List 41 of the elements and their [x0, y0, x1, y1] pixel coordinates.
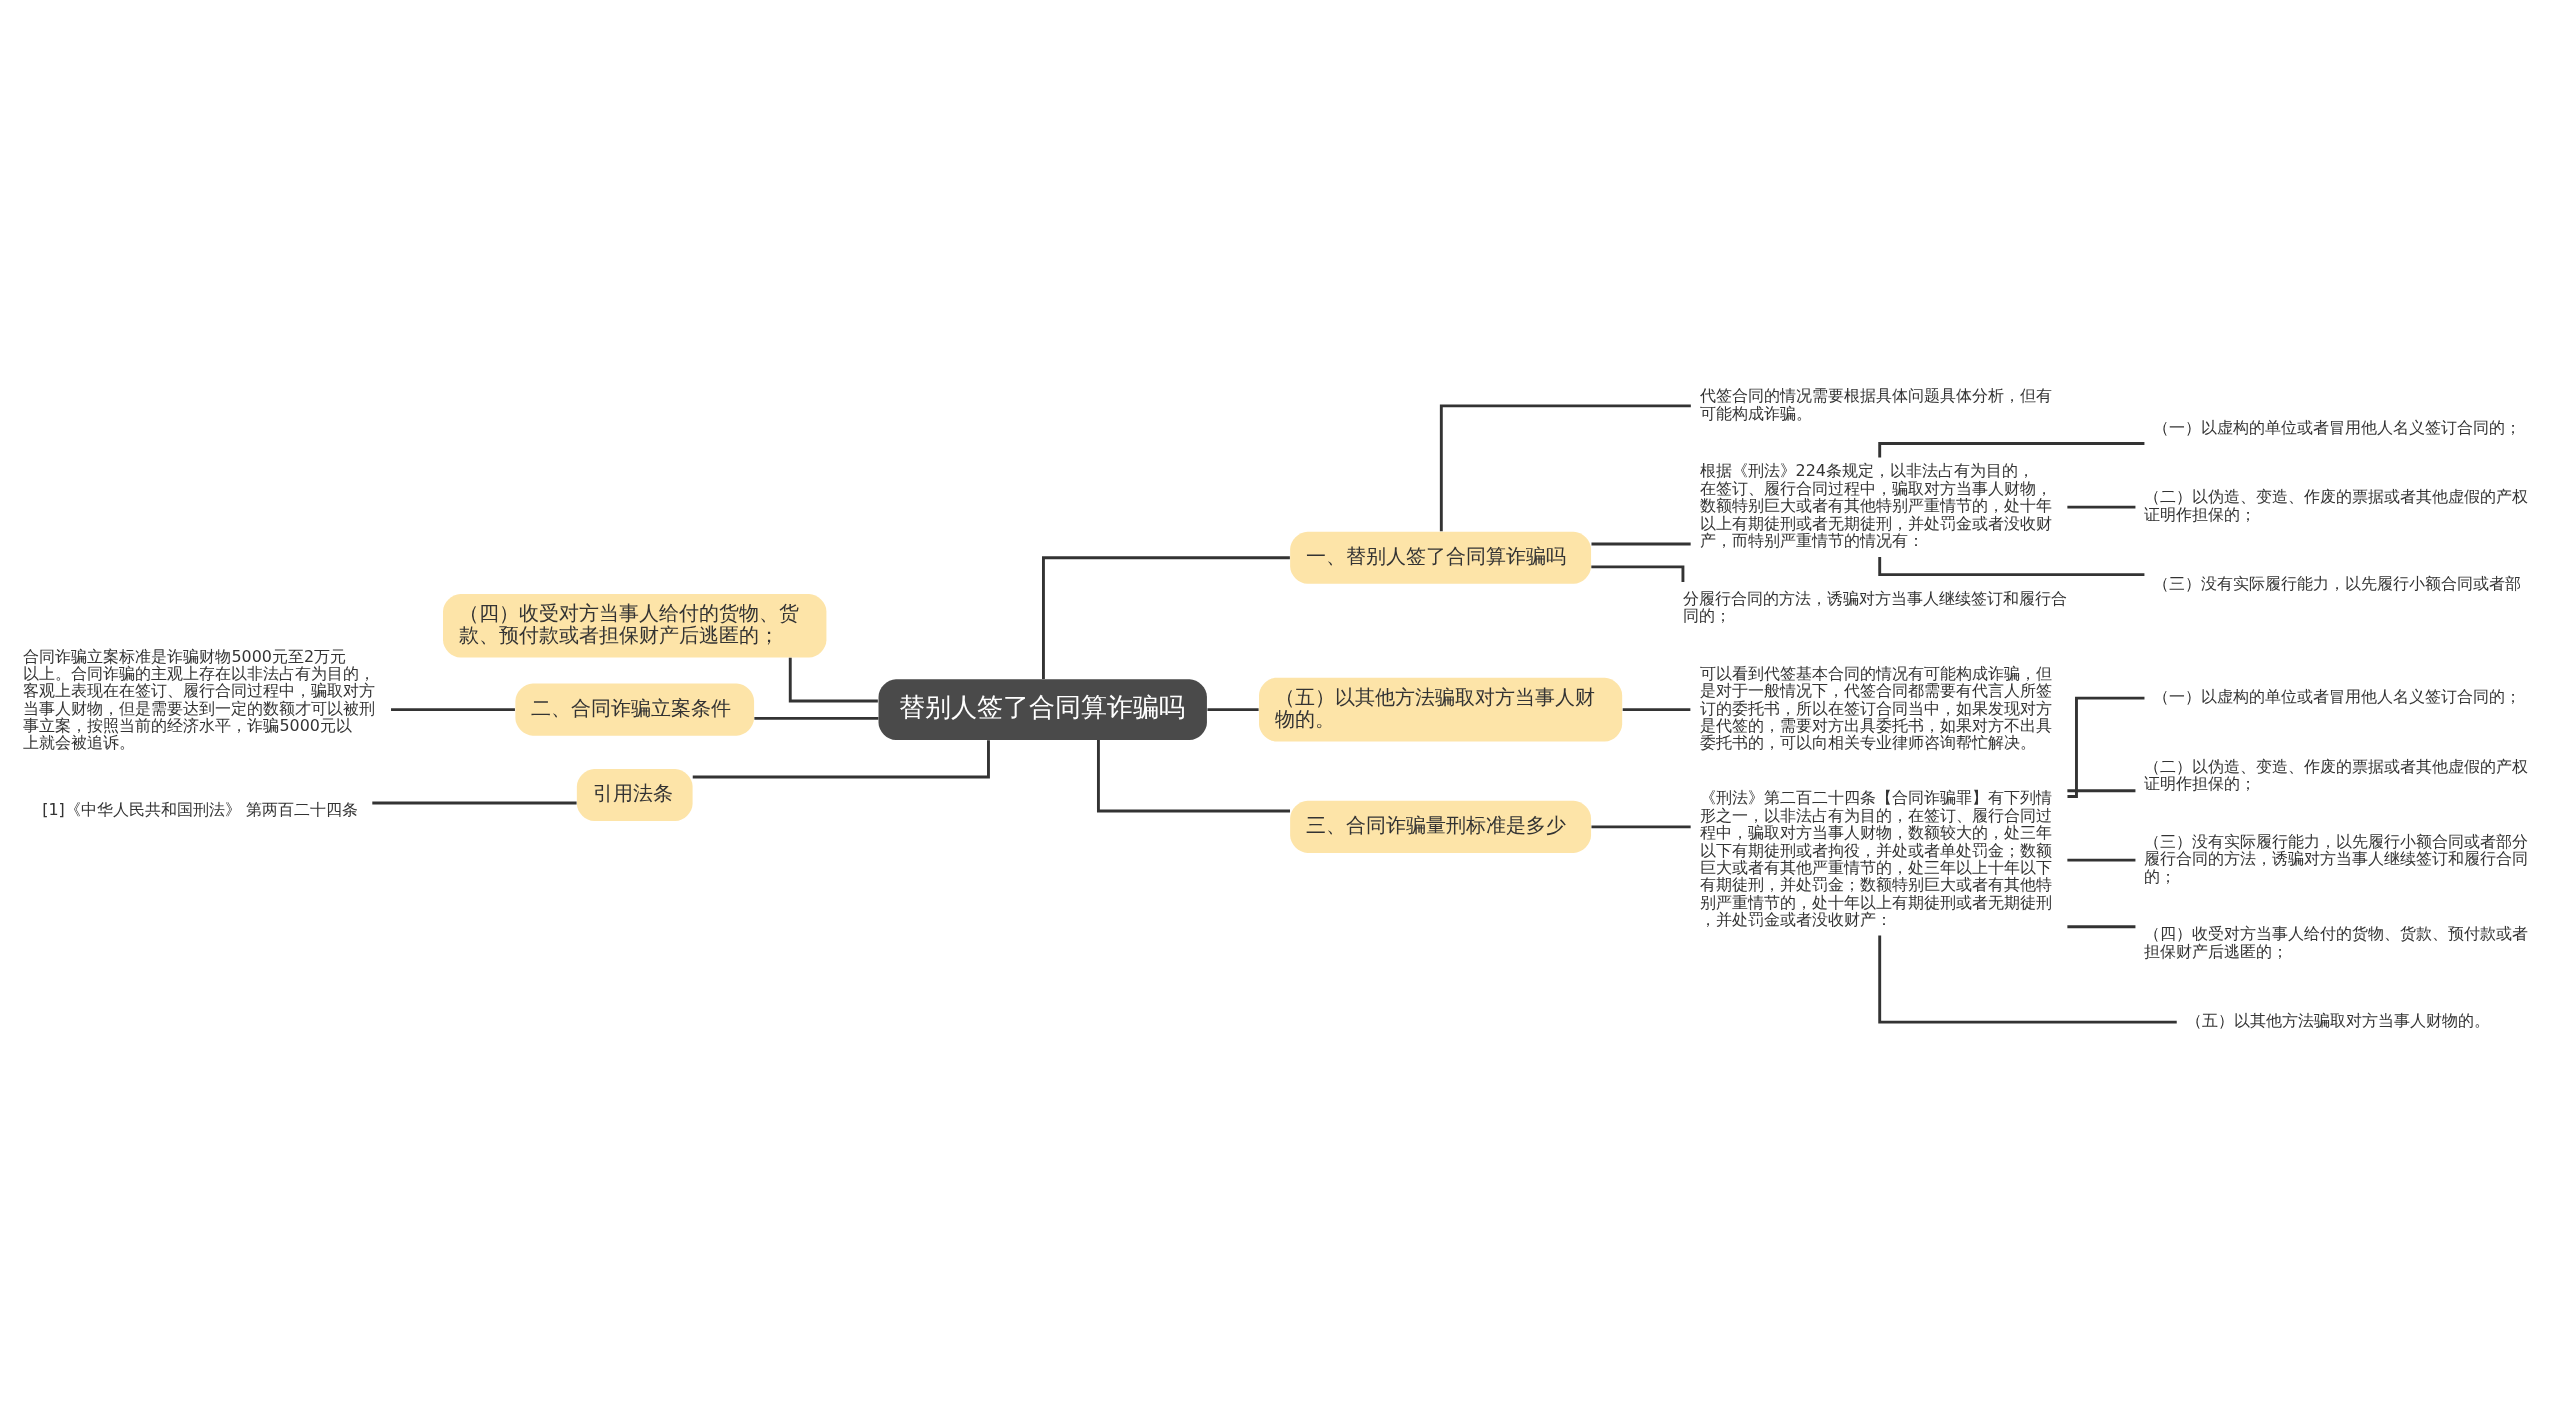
node-text: 分履行合同的方法，诱骗对方当事人继续签订和履行合同的； [1682, 588, 2067, 625]
node-text: （一）以虚构的单位或者冒用他人名义签订合同的； [2153, 417, 2522, 437]
node-text: 《刑法》第二百二十四条【合同诈骗罪】有下列情形之一，以非法占有为目的，在签订、履行合同过程中，骗取对方当事人财物，数额较大的，处三年以下有期徒刑或者拘役，并处或者单处罚金；数额巨大或者有其他严重情节的，处三年以上十年以下有期徒刑，并处罚金；数额特别巨大或者有其他特别严重情节的，处十年以上有期徒刑或者无期徒刑，并处罚金或者没收财产： [1699, 787, 2052, 929]
node-text: [1]《中华人民共和国刑法》 第两百二十四条 [42, 799, 358, 819]
connector [1622, 707, 1691, 711]
node-text: 合同诈骗立案标准是诈骗财物5000元至2万元以上。合同诈骗的主观上存在以非法占有为目的，客观上表现在在签订、履行合同过程中，骗取对方当事人财物，但是需要达到一定的数额才可以被刑事立案，按照当前的经济水平，诈骗5000元以上就会被追诉。 [23, 646, 376, 752]
connector [1097, 739, 1290, 812]
connector [2067, 505, 2136, 509]
node-box: 引用法条 [576, 768, 693, 821]
node-box: 一、替别人签了合同算诈骗吗 [1290, 531, 1592, 584]
connector [1591, 564, 1685, 582]
node-box: 三、合同诈骗量刑标准是多少 [1290, 800, 1592, 853]
node-box: 二、合同诈骗立案条件 [515, 683, 755, 736]
connector [1439, 403, 1691, 531]
connector [391, 707, 515, 711]
connector [1591, 542, 1691, 545]
connector [1878, 934, 2177, 1024]
node-text: （二）以伪造、变造、作废的票据或者其他虚假的产权证明作担保的； [2144, 756, 2529, 793]
node-text: （五）以其他方法骗取对方当事人财物的。 [2185, 1010, 2490, 1030]
connector [692, 739, 990, 778]
node-text: （三）没有实际履行能力，以先履行小额合同或者部分履行合同的方法，诱骗对方当事人继续签订和履行合同的； [2144, 831, 2529, 886]
node-text: 代签合同的情况需要根据具体问题具体分析，但有可能构成诈骗。 [1699, 385, 2052, 423]
node-box: （五）以其他方法骗取对方当事人财物的。 [1259, 677, 1623, 741]
node-box: （四）收受对方当事人给付的货物、货款、预付款或者担保财产后逃匿的； [443, 593, 827, 658]
node-text: （二）以伪造、变造、作废的票据或者其他虚假的产权证明作担保的； [2144, 486, 2529, 524]
node-box: 替别人签了合同算诈骗吗 [878, 678, 1207, 740]
node-text: 根据《刑法》224条规定，以非法占有为目的，在签订、履行合同过程中，骗取对方当事人财物，数额特别巨大或者有其他特别严重情节的，处十年以上有期徒刑或者无期徒刑，并处罚金或者没收财产，而特别严重情节的情况有： [1699, 460, 2052, 550]
connector [1042, 555, 1290, 679]
connector [2067, 788, 2136, 792]
connector [788, 657, 878, 702]
node-text: （一）以虚构的单位或者冒用他人名义签订合同的； [2153, 686, 2522, 706]
connector [2067, 924, 2136, 928]
connector [1207, 707, 1259, 711]
connector [2067, 696, 2145, 798]
connector [2067, 858, 2136, 862]
connector [372, 801, 577, 804]
connector [754, 716, 879, 720]
node-text: （四）收受对方当事人给付的货物、货款、预付款或者担保财产后逃匿的； [2144, 923, 2529, 961]
connector [1591, 824, 1691, 828]
node-text: 可以看到代签基本合同的情况有可能构成诈骗，但是对于一般情况下，代签合同都需要有代言人所签订的委托书，所以在签订合同当中，如果发现对方是代签的，需要对方出具委托书，如果对方不出具委托书的，可以向相关专业律师咨询帮忙解决。 [1699, 663, 2052, 752]
node-text: （三）没有实际履行能力，以先履行小额合同或者部 [2153, 573, 2522, 593]
